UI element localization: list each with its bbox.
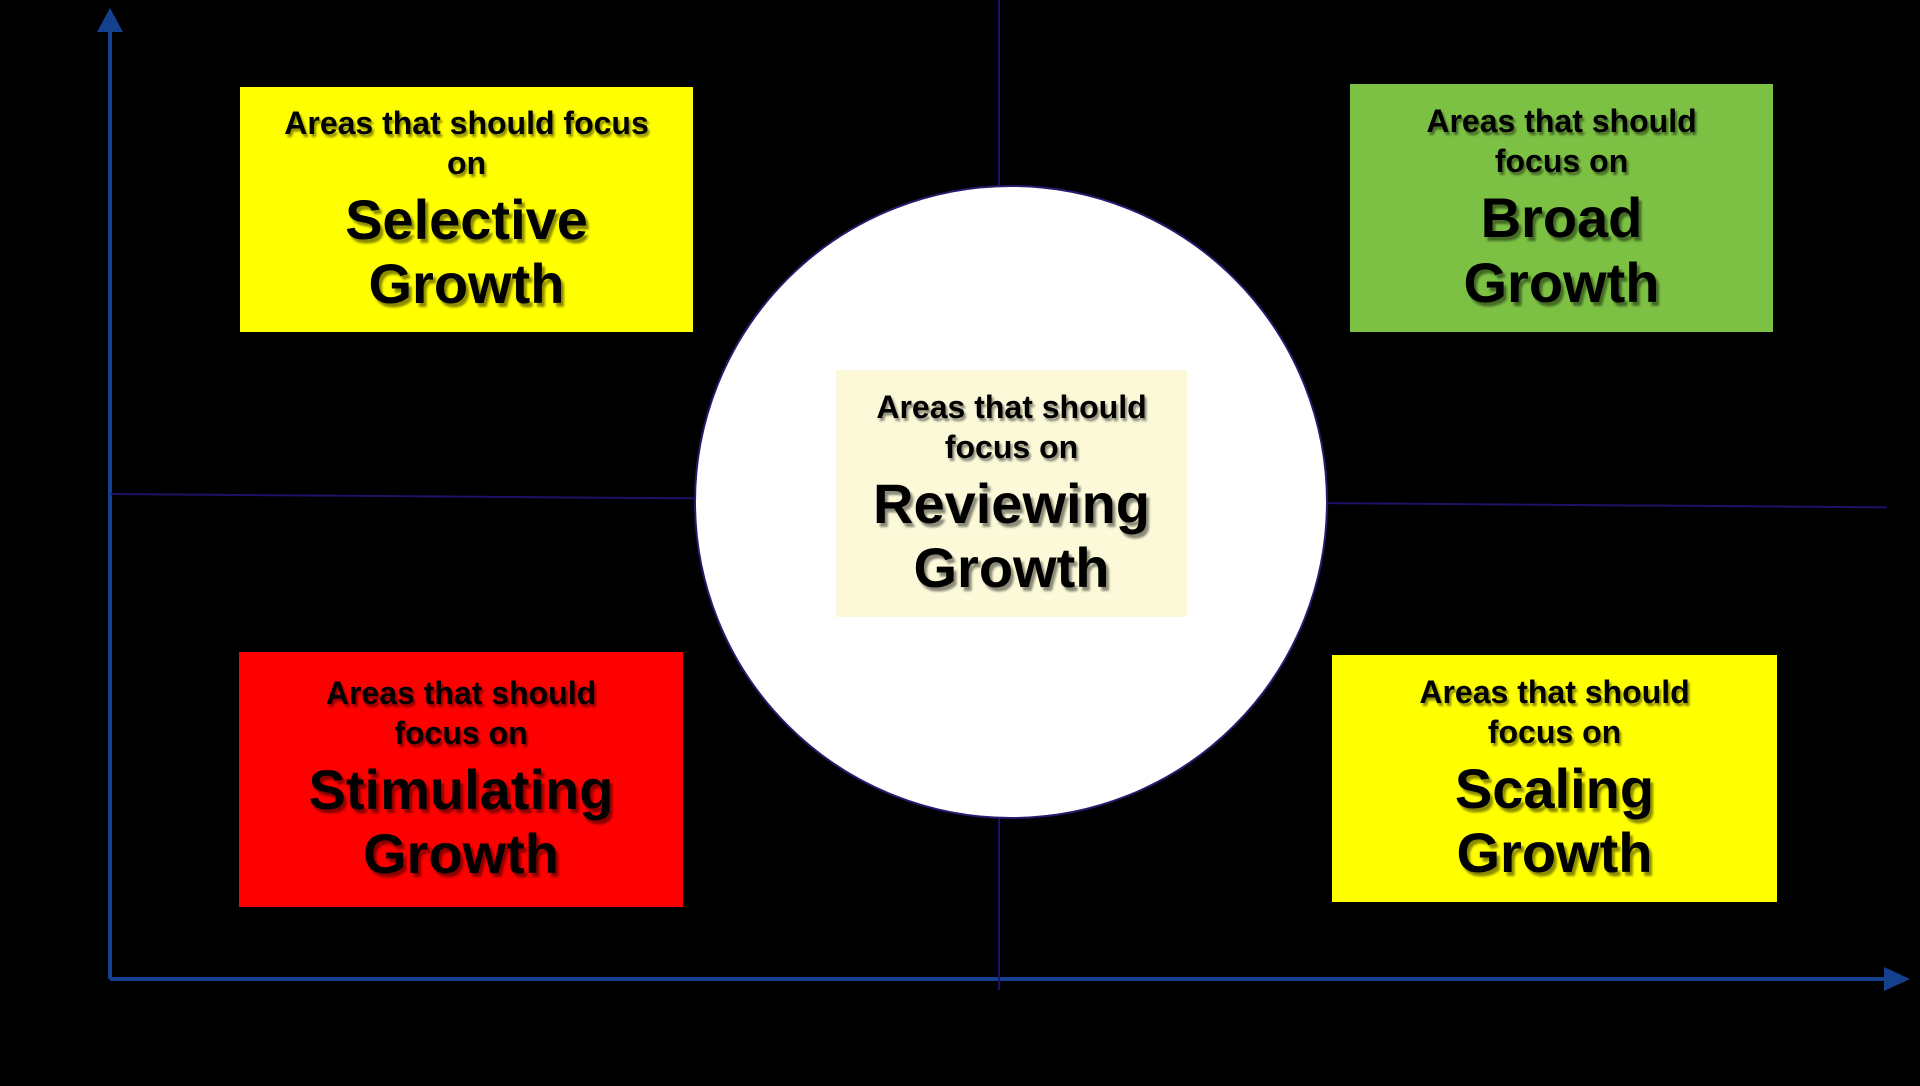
box-intro-text: Areas that should focus on (876, 388, 1147, 465)
quadrant-box-broad-growth: Areas that should focus on Broad Growth (1350, 84, 1773, 332)
quadrant-box-stimulating-growth: Areas that should focus on Stimulating G… (239, 652, 683, 907)
quadrant-box-selective-growth: Areas that should focus on Selective Gro… (240, 87, 693, 332)
center-box-reviewing-growth: Areas that should focus on Reviewing Gro… (836, 370, 1187, 617)
x-axis-arrow-icon (1884, 967, 1910, 991)
box-title-text: Selective Growth (345, 187, 588, 315)
box-intro-text: Areas that should focus on (1419, 673, 1690, 750)
box-intro-text: Areas that should focus on (325, 674, 597, 751)
box-intro-text: Areas that should focus on (1426, 103, 1697, 180)
box-title-text: Stimulating Growth (308, 757, 614, 885)
box-title-text: Scaling Growth (1454, 756, 1655, 884)
box-intro-text: Areas that should focus on (284, 104, 649, 181)
box-title-text: Broad Growth (1463, 186, 1660, 314)
box-title-text: Reviewing Growth (873, 471, 1150, 599)
quadrant-box-scaling-growth: Areas that should focus on Scaling Growt… (1332, 655, 1777, 902)
y-axis-line (108, 28, 112, 979)
y-axis-arrow-icon (97, 8, 123, 32)
